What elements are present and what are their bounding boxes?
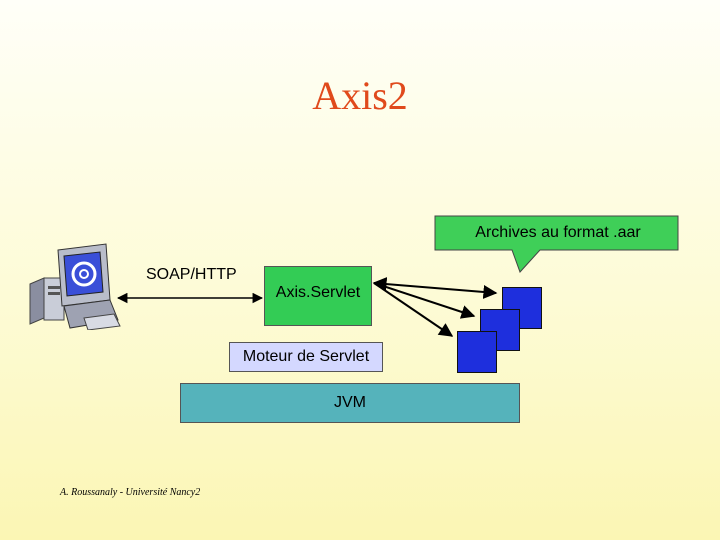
callout-label: Archives au format .aar bbox=[475, 224, 641, 241]
computer-with-at-screen-icon bbox=[29, 243, 121, 330]
slide-title: Axis2 bbox=[312, 73, 408, 118]
jvm-box: JVM bbox=[180, 383, 520, 423]
servlet-archive-arrow bbox=[373, 282, 476, 319]
footer-credit: A. Roussanaly - Université Nancy2 bbox=[60, 487, 201, 498]
servlet-archive-arrow bbox=[373, 282, 454, 337]
protocol-label: SOAP/HTTP bbox=[146, 266, 237, 283]
archive-file-block bbox=[457, 331, 497, 373]
servlet-engine-box: Moteur de Servlet bbox=[229, 342, 383, 372]
axis-servlet-box: Axis.Servlet bbox=[264, 266, 372, 326]
servlet-archive-arrow bbox=[372, 277, 498, 299]
